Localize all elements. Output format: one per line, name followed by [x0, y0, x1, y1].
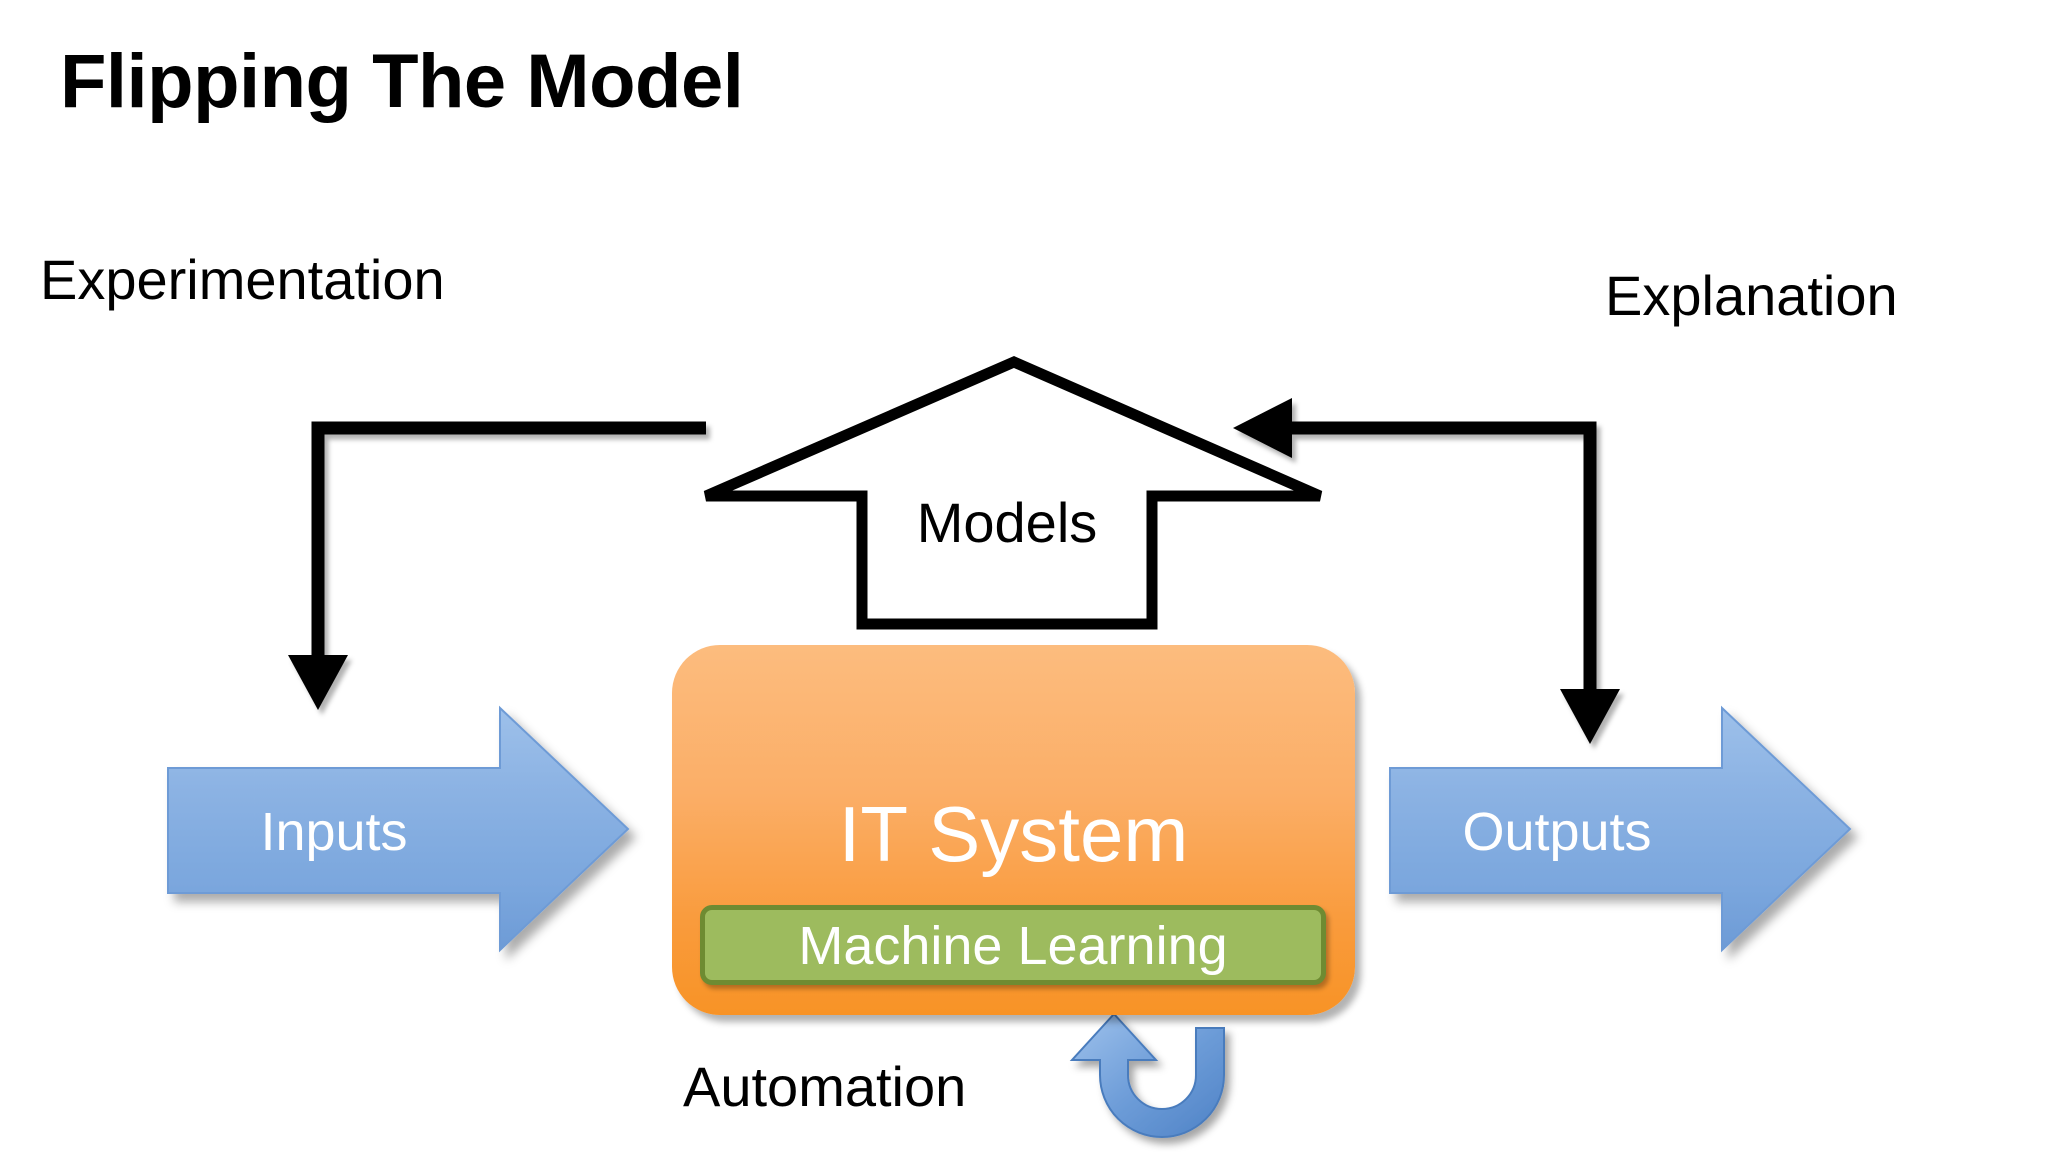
experimentation-connector[interactable]	[288, 421, 706, 710]
automation-label: Automation	[683, 1055, 967, 1118]
it-system-box[interactable]: IT System Machine Learning	[672, 645, 1355, 1015]
explanation-connector[interactable]	[1233, 398, 1620, 744]
machine-learning-box[interactable]: Machine Learning	[700, 905, 1326, 985]
machine-learning-label: Machine Learning	[798, 916, 1228, 976]
outputs-arrow[interactable]	[1389, 705, 1852, 953]
inputs-arrow[interactable]	[167, 705, 630, 953]
inputs-label: Inputs	[260, 802, 408, 862]
outputs-label: Outputs	[1462, 802, 1652, 862]
page-title: Flipping The Model	[60, 39, 744, 124]
explanation-label: Explanation	[1605, 264, 1898, 327]
it-system-label: IT System	[838, 790, 1189, 878]
models-label: Models	[916, 491, 1098, 554]
models-up-arrow[interactable]	[703, 355, 1323, 630]
experimentation-label: Experimentation	[40, 248, 445, 311]
automation-uturn-arrow[interactable]	[1069, 1012, 1225, 1138]
